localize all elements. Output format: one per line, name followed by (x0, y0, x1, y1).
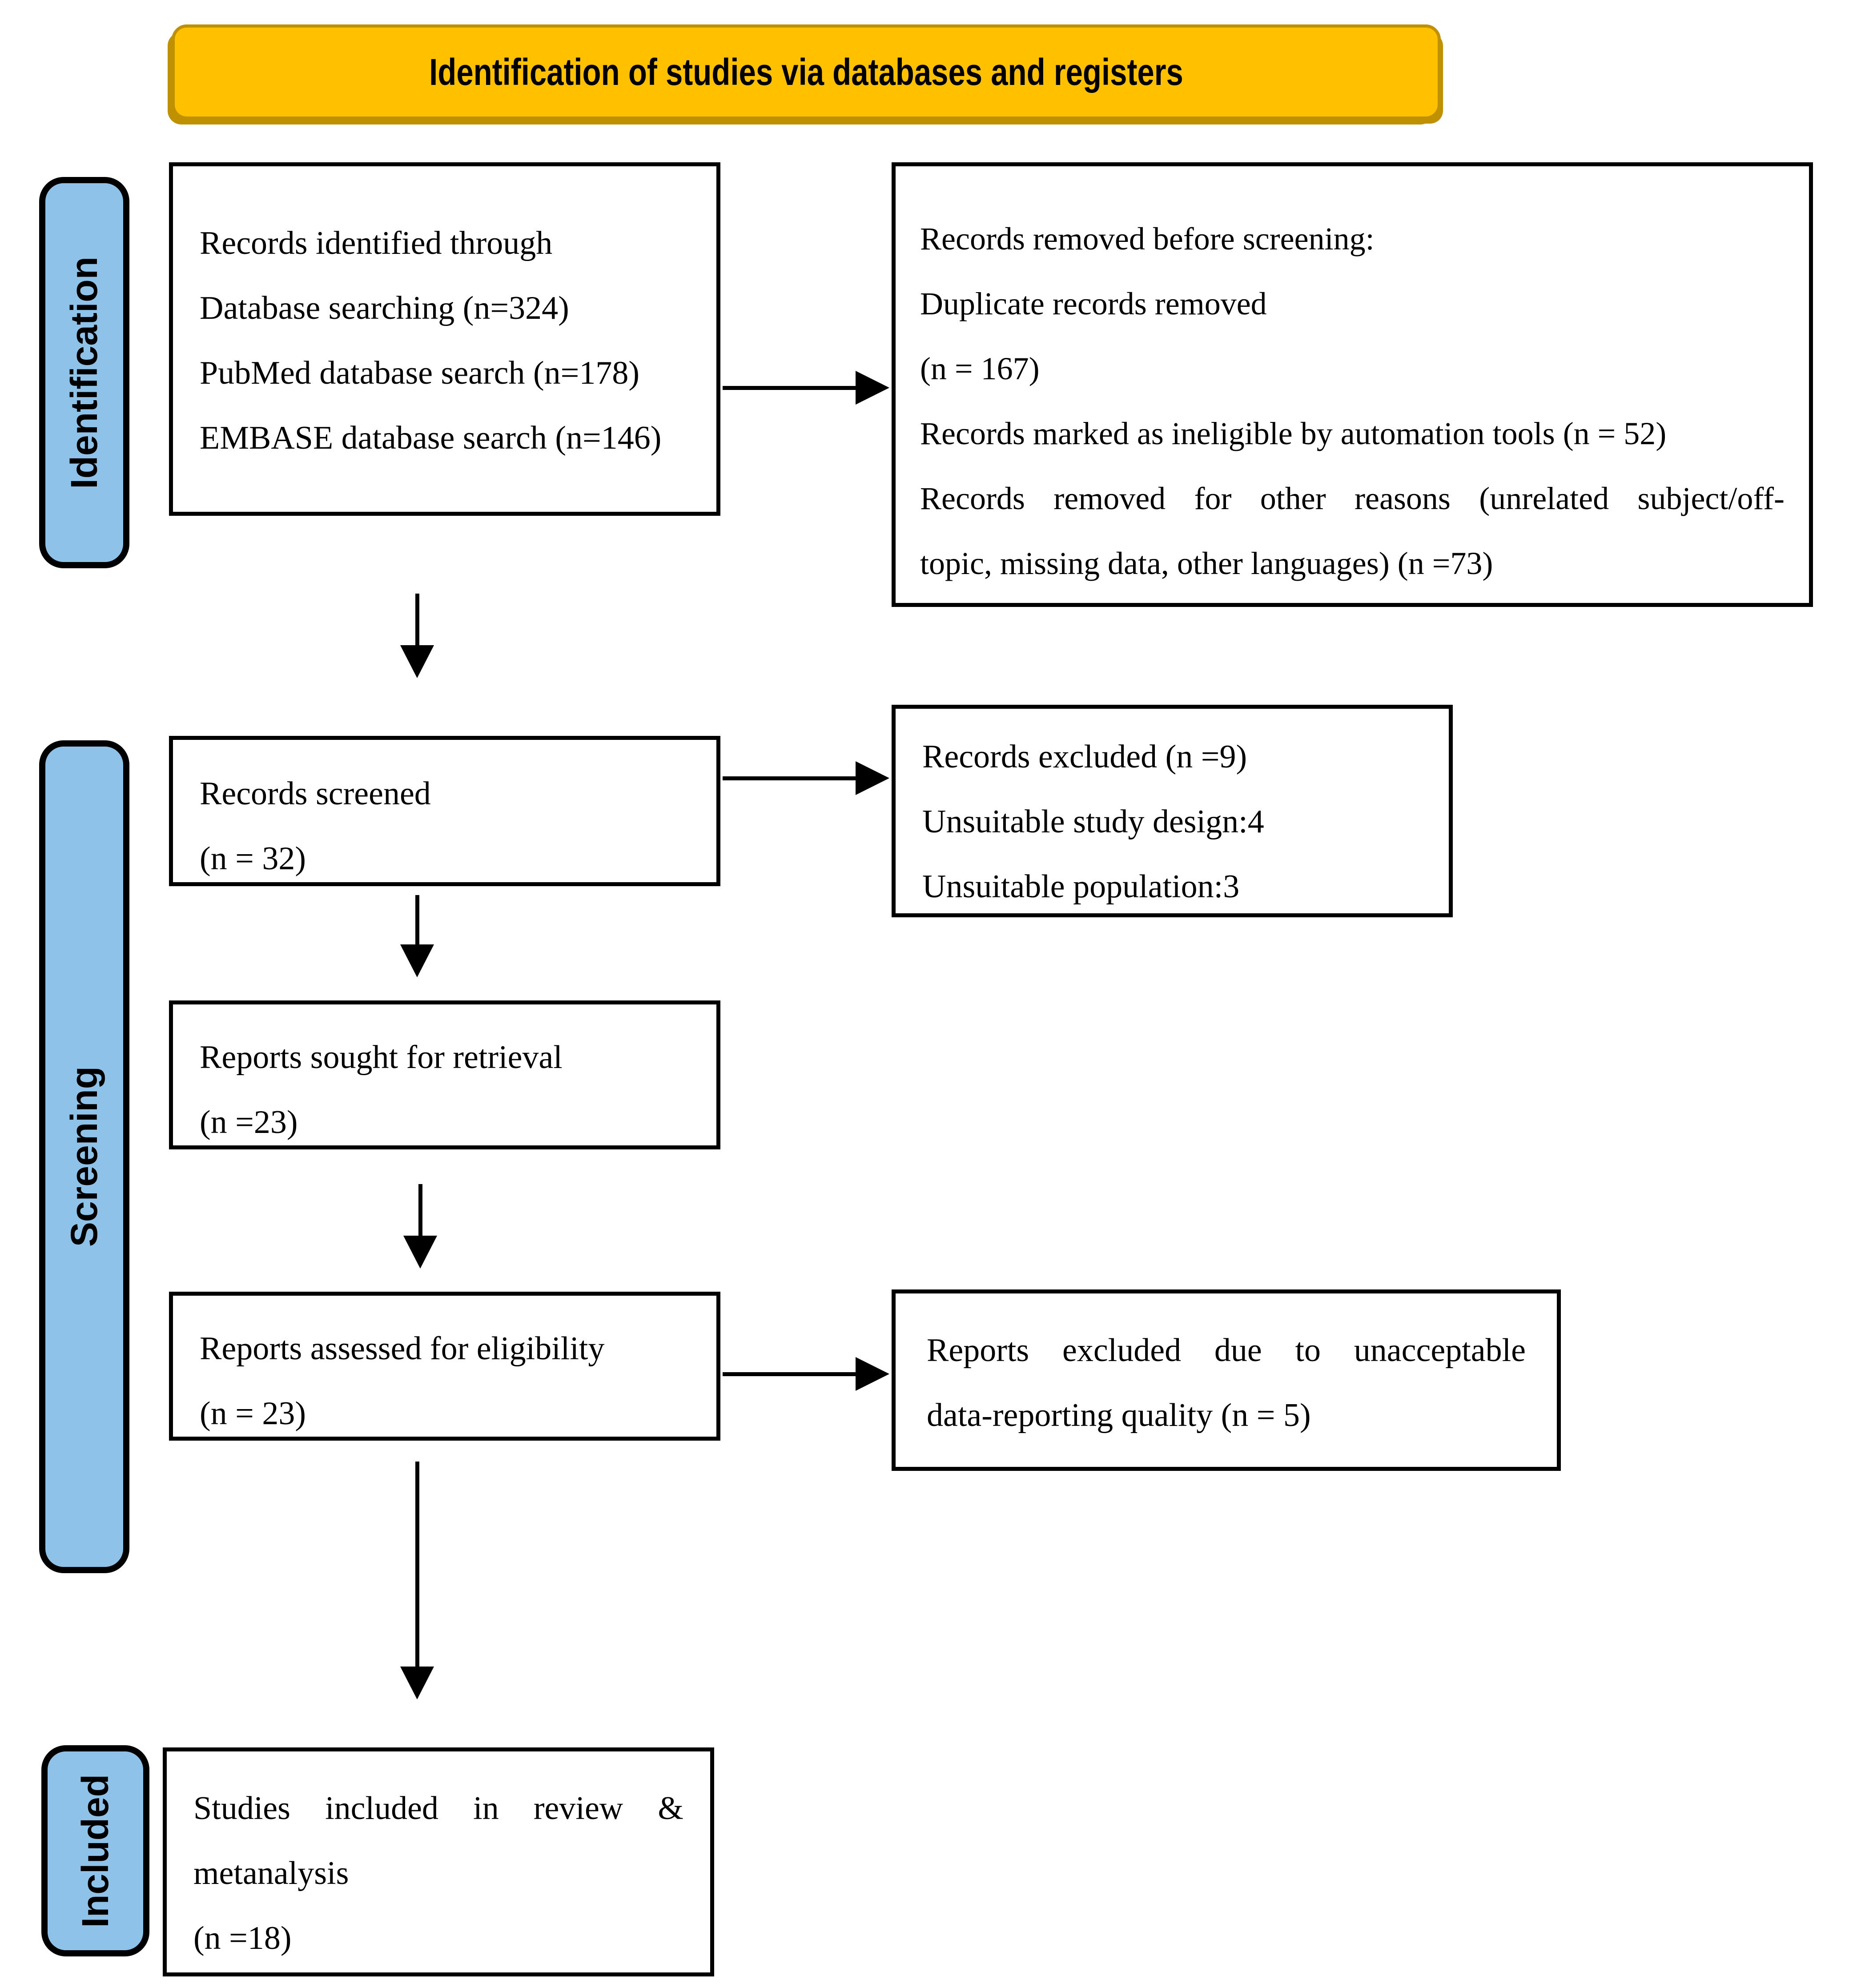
arrow-shaft (415, 895, 419, 946)
box-records-screened: Records screened (n = 32) (169, 736, 720, 886)
flow-line: Database searching (n=324) (200, 290, 569, 326)
phase-label-identification: Identification (63, 256, 105, 489)
arrowhead-right-icon (856, 761, 889, 795)
flow-line: Studies included in review & (193, 1790, 683, 1827)
flow-line: Reports assessed for eligibility (200, 1330, 605, 1367)
flow-line: EMBASE database search (n=146) (200, 420, 662, 456)
arrowhead-down-icon (403, 1236, 437, 1269)
arrowhead-right-icon (856, 1357, 889, 1391)
arrow-shaft (415, 594, 419, 647)
flow-line: topic, missing data, other languages) (n… (920, 546, 1493, 581)
flow-line: Records screened (200, 775, 431, 812)
phase-tab-identification: Identification (39, 177, 129, 568)
flow-line: PubMed database search (n=178) (200, 355, 640, 391)
title-banner: Identification of studies via databases … (172, 24, 1441, 120)
phase-tab-included: Included (41, 1745, 149, 1956)
arrow-shaft (723, 776, 858, 780)
phase-label-included: Included (74, 1774, 116, 1928)
flow-line: Records removed before screening: (920, 221, 1375, 257)
flow-line: Unsuitable study design:4 (922, 803, 1264, 840)
flow-line: (n =23) (200, 1104, 298, 1141)
flow-line: Records excluded (n =9) (922, 739, 1247, 775)
arrow-shaft (415, 1462, 419, 1668)
arrowhead-right-icon (856, 371, 889, 405)
box-reports-sought: Reports sought for retrieval (n =23) (169, 1000, 720, 1149)
flow-line: Records removed for other reasons (unrel… (920, 481, 1785, 516)
arrowhead-down-icon (400, 645, 434, 678)
box-studies-included: Studies included in review & metanalysis… (163, 1747, 714, 1976)
flow-line: Reports excluded due to unacceptable (927, 1332, 1526, 1369)
flow-line: Records marked as ineligible by automati… (920, 416, 1667, 451)
flow-line: Duplicate records removed (920, 286, 1267, 321)
flow-line: data-reporting quality (n = 5) (927, 1397, 1311, 1434)
arrowhead-down-icon (400, 1667, 434, 1699)
box-records-removed-before-screening: Records removed before screening: Duplic… (892, 162, 1813, 607)
box-reports-excluded: Reports excluded due to unacceptable dat… (892, 1289, 1561, 1471)
flow-line: (n =18) (193, 1920, 292, 1956)
phase-tab-screening: Screening (39, 740, 129, 1573)
box-records-identified: Records identified through Database sear… (169, 162, 720, 516)
flow-line: (n = 32) (200, 840, 306, 877)
arrow-shaft (723, 1372, 858, 1376)
arrow-shaft (418, 1184, 422, 1237)
flow-line: metanalysis (193, 1855, 349, 1892)
flow-line: Records identified through (200, 225, 553, 261)
flow-line: (n = 23) (200, 1395, 306, 1432)
arrow-shaft (723, 386, 858, 390)
arrowhead-down-icon (400, 944, 434, 977)
flow-line: (n = 167) (920, 351, 1040, 386)
flow-line: Reports sought for retrieval (200, 1039, 563, 1076)
phase-label-screening: Screening (63, 1066, 105, 1247)
flow-line: Unsuitable population:3 (922, 868, 1240, 905)
box-reports-assessed: Reports assessed for eligibility (n = 23… (169, 1292, 720, 1441)
box-records-excluded: Records excluded (n =9) Unsuitable study… (892, 705, 1453, 917)
diagram-title: Identification of studies via databases … (429, 51, 1183, 93)
